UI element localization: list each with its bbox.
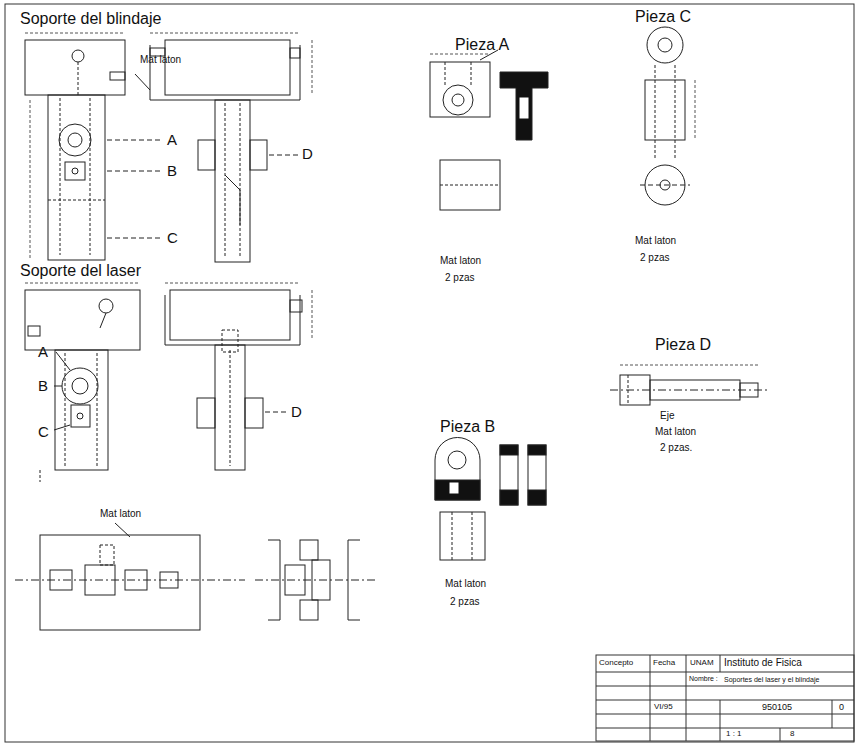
quantity-note: 2 pzas <box>640 252 669 263</box>
table-cell: Soportes del laser y el blindaje <box>724 676 819 684</box>
quantity-note: 2 pzas. <box>660 442 692 453</box>
table-cell: Concepto <box>599 659 633 668</box>
laser-support-front <box>25 290 140 482</box>
part-heading: Pieza C <box>635 8 691 26</box>
view-heading: Soporte del laser <box>20 262 141 280</box>
material-note: Mat laton <box>635 235 676 246</box>
material-note: Mat laton <box>140 54 181 65</box>
part-callout: D <box>291 404 302 421</box>
quantity-note: 2 pzas <box>450 596 479 607</box>
part-c-drawing <box>640 27 690 205</box>
part-callout: B <box>167 163 177 180</box>
shield-support-side <box>135 40 300 262</box>
material-note: Mat laton <box>445 578 486 589</box>
dimension-lines <box>25 33 760 365</box>
part-callout: C <box>167 230 178 247</box>
part-b-drawing <box>435 438 546 561</box>
material-note: Mat laton <box>440 255 481 266</box>
table-cell: 8 <box>790 730 794 739</box>
part-callout: C <box>38 424 49 441</box>
table-cell: 1 : 1 <box>726 730 742 739</box>
part-heading: Pieza D <box>655 336 711 354</box>
table-cell: 0 <box>839 703 844 713</box>
view-heading: Soporte del blindaje <box>20 10 161 28</box>
shield-support-front <box>25 40 162 260</box>
table-cell: UNAM <box>690 659 714 668</box>
part-callout: B <box>38 378 48 395</box>
part-callout: D <box>302 146 313 163</box>
part-note: Eje <box>660 410 674 421</box>
part-heading: Pieza B <box>440 418 495 436</box>
laser-support-top <box>15 523 375 630</box>
table-cell: 950105 <box>762 703 792 713</box>
quantity-note: 2 pzas <box>445 272 474 283</box>
title-block <box>596 655 854 741</box>
laser-support-side <box>165 290 302 470</box>
table-cell: Fecha <box>653 659 675 668</box>
material-note: Mat laton <box>100 508 141 519</box>
table-cell: Nombre : <box>689 675 718 683</box>
table-cell: Instituto de Fisica <box>724 657 802 668</box>
part-callout: A <box>167 132 177 149</box>
part-d-drawing <box>610 375 770 405</box>
material-note: Mat laton <box>655 426 696 437</box>
part-callout: A <box>38 344 48 361</box>
part-heading: Pieza A <box>455 36 509 54</box>
part-a-drawing <box>430 50 548 210</box>
table-cell: VI/95 <box>654 703 673 712</box>
drawing-frame <box>5 4 854 742</box>
